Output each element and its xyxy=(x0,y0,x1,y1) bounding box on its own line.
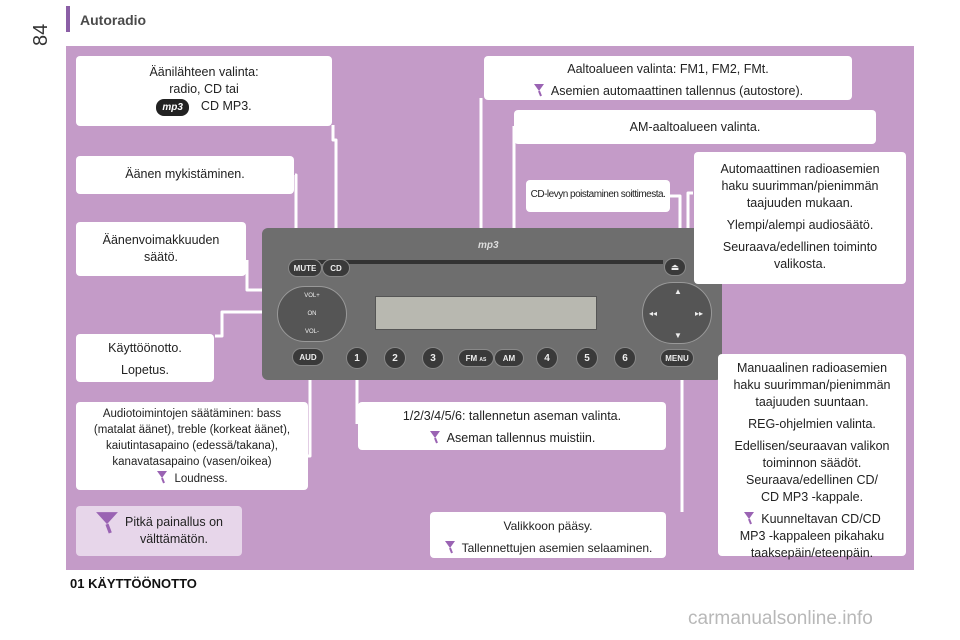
preset-6-button[interactable]: 6 xyxy=(614,347,636,369)
mp3-logo: mp3 xyxy=(156,99,189,116)
menu-button[interactable]: MENU xyxy=(660,349,694,367)
callout-text: Aseman tallennus muistiin. xyxy=(446,431,596,445)
long-press-icon xyxy=(533,84,544,97)
callout-cd-eject: CD-levyn poistaminen soittimesta. xyxy=(526,180,670,212)
callout-text: Asemien automaattinen tallennus (autosto… xyxy=(550,84,804,98)
callout-text: Tallennettujen asemien selaaminen. xyxy=(461,541,653,555)
callout-manual-seek: Manuaalinen radioasemien haku suurimman/… xyxy=(718,354,906,560)
radio-mp3-logo: mp3 xyxy=(478,240,499,251)
cd-button[interactable]: CD xyxy=(322,259,350,277)
callout-text: toiminnon säädöt. xyxy=(762,456,862,470)
line-source xyxy=(331,125,338,252)
eject-button[interactable]: ⏏ xyxy=(664,258,686,276)
long-press-icon xyxy=(444,541,455,554)
line-onoff xyxy=(215,310,286,338)
callout-text: REG-ohjelmien valinta. xyxy=(748,417,876,431)
callout-text: Pitkä painallus on xyxy=(125,515,223,529)
volume-knob[interactable]: VOL+ ON VOL- xyxy=(277,286,347,342)
watermark: carmanualsonline.info xyxy=(688,608,873,629)
callout-text: MP3 -kappaleen pikahaku xyxy=(739,529,885,543)
section-title: 01 KÄYTTÖÖNOTTO xyxy=(70,576,197,591)
callout-am-band: AM-aaltoalueen valinta. xyxy=(514,110,876,144)
preset-4-button[interactable]: 4 xyxy=(536,347,558,369)
page-title: Autoradio xyxy=(80,12,147,28)
callout-text: CD MP3 -kappale. xyxy=(760,490,864,504)
preset-2-button[interactable]: 2 xyxy=(384,347,406,369)
callout-auto-seek: Automaattinen radioasemien haku suurimma… xyxy=(694,152,906,284)
callout-text: Edellisen/seuraavan valikon xyxy=(734,439,890,453)
preset-1-button[interactable]: 1 xyxy=(346,347,368,369)
callout-long-press-note: Pitkä painallus on välttämätön. xyxy=(76,506,242,556)
callout-text: Lopetus. xyxy=(121,363,169,377)
header-accent-bar xyxy=(66,6,70,32)
callout-text: kaiutintasapaino (edessä/takana), xyxy=(106,440,278,452)
callout-text: taaksepäin/eteenpäin. xyxy=(750,546,874,560)
callout-text: Kuunneltavan CD/CD xyxy=(761,512,881,526)
line-mute xyxy=(294,173,298,252)
mute-button[interactable]: MUTE xyxy=(288,259,322,277)
cd-slot xyxy=(303,260,663,264)
callout-text: CD-levyn poistaminen soittimesta. xyxy=(530,189,666,200)
callout-on-off: Käyttöönotto. Lopetus. xyxy=(76,334,214,382)
callout-source-select: Äänilähteen valinta: radio, CD tai mp3 CD… xyxy=(76,56,332,126)
callout-text: Äänen mykistäminen. xyxy=(125,167,245,181)
callout-text: taajuuden suuntaan. xyxy=(755,395,869,409)
callout-text: Loudness. xyxy=(174,473,228,485)
callout-text: Automaattinen radioasemien xyxy=(720,162,880,176)
callout-menu: Valikkoon pääsy. Tallennettujen asemien … xyxy=(430,512,666,558)
callout-text: Käyttöönotto. xyxy=(108,341,182,355)
navigation-pad[interactable]: ▲ ▼ ◂◂ ▸▸ xyxy=(642,282,712,344)
on-label: ON xyxy=(307,311,317,317)
callout-text: säätö. xyxy=(143,250,179,264)
callout-text: Seuraava/edellinen toiminto xyxy=(722,240,878,254)
nav-down-icon[interactable]: ▼ xyxy=(674,331,682,340)
callout-text: välttämätön. xyxy=(139,532,209,546)
callout-text: Audiotoimintojen säätäminen: bass xyxy=(102,408,282,420)
preset-3-button[interactable]: 3 xyxy=(422,347,444,369)
callout-text: (matalat äänet), treble (korkeat äänet), xyxy=(93,424,291,436)
callout-audio-settings: Audiotoimintojen säätäminen: bass (matal… xyxy=(76,402,308,490)
callout-text: haku suurimman/pienimmän xyxy=(733,378,891,392)
callout-volume: Äänenvoimakkuuden säätö. xyxy=(76,222,246,276)
line-audio xyxy=(308,372,312,458)
long-press-icon xyxy=(744,512,755,525)
callout-text: Ylempi/alempi audiosäätö. xyxy=(726,218,874,232)
callout-text: 1/2/3/4/5/6: tallennetun aseman valinta. xyxy=(402,409,622,423)
callout-text: taajuuden mukaan. xyxy=(746,196,854,210)
preset-5-button[interactable]: 5 xyxy=(576,347,598,369)
callout-text: AM-aaltoalueen valinta. xyxy=(629,120,761,134)
callout-text: Aaltoalueen valinta: FM1, FM2, FMt. xyxy=(567,62,769,76)
nav-up-icon[interactable]: ▲ xyxy=(674,287,682,296)
fm-as-label: AS xyxy=(479,357,487,363)
vol-down-label: VOL- xyxy=(304,329,319,335)
long-press-icon xyxy=(429,431,440,444)
aud-button[interactable]: AUD xyxy=(292,348,324,366)
nav-right-icon[interactable]: ▸▸ xyxy=(695,309,704,318)
fm-label: FM xyxy=(465,354,478,363)
callout-text: Äänenvoimakkuuden xyxy=(102,233,220,247)
radio-display xyxy=(375,296,597,330)
callout-text: radio, CD tai xyxy=(169,82,239,96)
callout-text: haku suurimman/pienimmän xyxy=(721,179,879,193)
callout-text: CD MP3. xyxy=(200,99,252,113)
callout-text: kanavatasapaino (vasen/oikea) xyxy=(112,456,272,468)
long-press-icon xyxy=(157,471,168,484)
callout-text: valikosta. xyxy=(773,257,827,271)
callout-mute: Äänen mykistäminen. xyxy=(76,156,294,194)
callout-text: Valikkoon pääsy. xyxy=(503,519,593,533)
callout-presets: 1/2/3/4/5/6: tallennetun aseman valinta.… xyxy=(358,402,666,450)
callout-text: Äänilähteen valinta: xyxy=(149,65,259,79)
vol-up-label: VOL+ xyxy=(304,293,320,299)
am-button[interactable]: AM xyxy=(494,349,524,367)
nav-left-icon[interactable]: ◂◂ xyxy=(649,309,658,318)
callout-fm-band: Aaltoalueen valinta: FM1, FM2, FMt. Asem… xyxy=(484,56,852,100)
callout-text: Seuraava/edellinen CD/ xyxy=(745,473,879,487)
callout-text: Manuaalinen radioasemien xyxy=(736,361,888,375)
long-press-icon xyxy=(96,512,118,534)
fm-button[interactable]: FM AS xyxy=(458,349,494,367)
